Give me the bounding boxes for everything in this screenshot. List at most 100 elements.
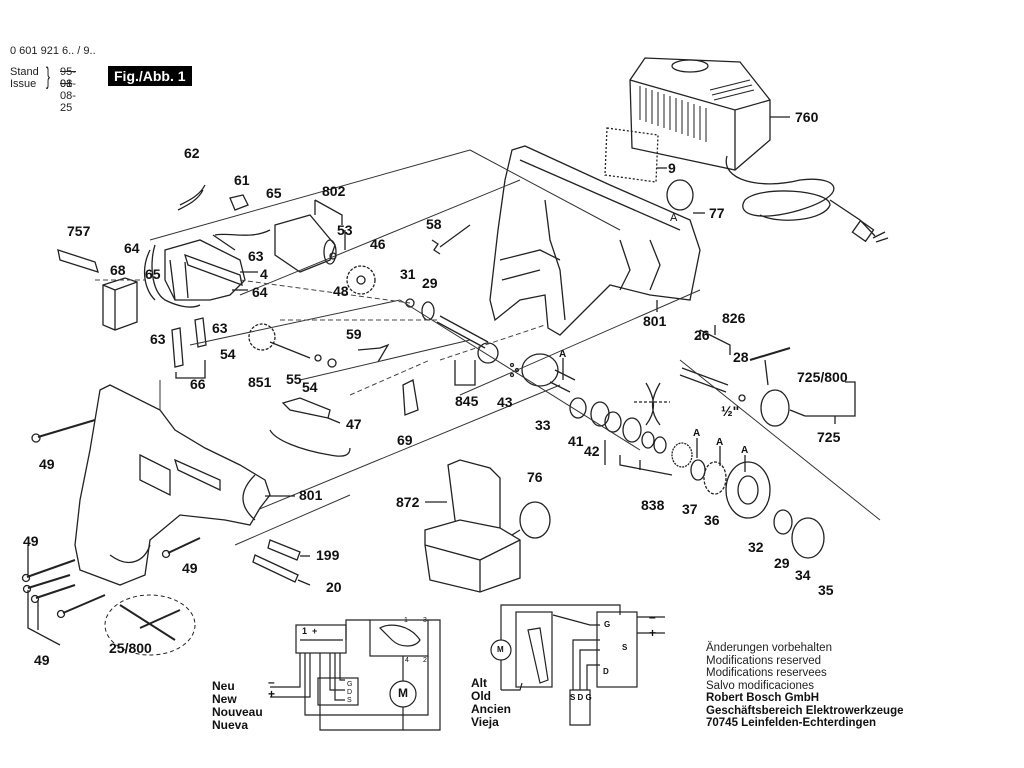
battery-pack-drawing <box>424 459 521 593</box>
part-label-77: 77 <box>709 205 725 221</box>
part-label-76: 76 <box>527 469 543 485</box>
minus-sign: – <box>268 675 275 689</box>
switch-assembly-drawing <box>143 184 271 308</box>
notes-block: Änderungen vorbehalten Modifications res… <box>706 642 904 730</box>
marker-a: A <box>559 349 567 360</box>
brace-icon: } <box>46 63 51 90</box>
spindle-26 <box>679 367 729 393</box>
note-line: Modifications reservees <box>706 667 827 679</box>
part-label-801: 801 <box>299 487 323 503</box>
stand-date: 95-01 <box>60 66 76 90</box>
part-label-42: 42 <box>584 443 600 459</box>
switch-pin: 2 <box>423 657 427 664</box>
charger-drawing <box>629 57 889 243</box>
plus-sign: + <box>649 626 657 640</box>
part-label-41: 41 <box>568 433 584 449</box>
cap-76 <box>519 501 551 539</box>
part-label-49: 49 <box>182 560 198 576</box>
part-label-872: 872 <box>396 494 420 510</box>
part-label-725: 725 <box>817 429 841 445</box>
figure-label: Fig./Abb. 1 <box>108 66 192 86</box>
terminal-pin: D <box>603 667 609 676</box>
stand-label: Stand <box>10 66 39 78</box>
part-label-757: 757 <box>67 223 91 239</box>
part-label-802: 802 <box>322 183 346 199</box>
marker-a: A <box>716 437 724 448</box>
wiring-new-legend: Neu New Nouveau Nueva <box>212 680 263 732</box>
legend-line: Ancien <box>471 702 512 716</box>
terminal-mark: + <box>312 626 318 636</box>
note-line: Salvo modificaciones <box>706 679 815 692</box>
legend-line: New <box>212 692 237 706</box>
part-label-37: 37 <box>682 501 698 517</box>
part-label-34: 34 <box>795 567 811 583</box>
company-address: 70745 Leinfelden-Echterdingen <box>706 717 876 729</box>
part-label-4: 4 <box>260 266 268 282</box>
part-label-49: 49 <box>34 652 50 668</box>
part-label-48: 48 <box>333 283 349 299</box>
part-label-760: 760 <box>795 109 819 125</box>
part-label-53: 53 <box>337 222 353 238</box>
part-label-801: 801 <box>643 313 667 329</box>
part-label-59: 59 <box>346 326 362 342</box>
part-label-69: 69 <box>397 432 413 448</box>
switch-pin: 3 <box>423 617 427 624</box>
screw-49 <box>37 419 96 438</box>
part-label-199: 199 <box>316 547 340 563</box>
company-name: Robert Bosch GmbH <box>706 692 820 704</box>
minus-sign: – <box>649 610 656 624</box>
contacts-66 <box>171 317 207 368</box>
part-label-851: 851 <box>248 374 272 390</box>
wiring-old-legend: Alt Old Ancien Vieja <box>471 677 511 729</box>
motor-symbol: M <box>398 686 408 700</box>
part-label-65: 65 <box>145 266 161 282</box>
part-label-9: 9 <box>668 160 676 176</box>
part-label-29: 29 <box>774 555 790 571</box>
gear-46 <box>346 265 376 295</box>
module-pin: S <box>347 697 352 704</box>
part-label-826: 826 <box>722 310 746 326</box>
part-label-725-800: 725/800 <box>797 369 848 385</box>
module-pin: G <box>347 681 353 688</box>
part-label-845: 845 <box>455 393 479 409</box>
issue-label: Issue <box>10 78 37 90</box>
part-label-58: 58 <box>426 216 442 232</box>
part-label-65: 65 <box>266 185 282 201</box>
housing-left-drawing <box>74 384 271 586</box>
part-label-46: 46 <box>370 236 386 252</box>
part-33 <box>521 353 559 387</box>
label-plate-9 <box>604 127 659 183</box>
note-line: Änderungen vorbehalten <box>706 642 832 654</box>
marker-a: A <box>693 428 701 439</box>
part-label-66: 66 <box>190 376 206 392</box>
part-label-31: 31 <box>400 266 416 282</box>
shaft-845 <box>436 315 489 349</box>
terminal-pin: S <box>622 643 628 652</box>
issue-date: 98-08-25 <box>60 78 76 114</box>
module-pin: D <box>347 689 353 696</box>
part-label-33: 33 <box>535 417 551 433</box>
wiring-new-drawing <box>270 619 441 731</box>
part-757 <box>57 249 99 273</box>
part-label-32: 32 <box>748 539 764 555</box>
part-label-half-inch: ½" <box>721 403 740 419</box>
note-line: Modifications reserved <box>706 654 822 667</box>
part-label-63: 63 <box>212 320 228 336</box>
legend-line: Nueva <box>212 718 249 732</box>
part-label-25-800: 25/800 <box>109 640 152 656</box>
revision-block: Stand Issue } 95-01 98-08-25 <box>10 65 76 115</box>
disc-77 <box>666 179 694 211</box>
part-label-26: 26 <box>694 327 710 343</box>
part-label-68: 68 <box>110 262 126 278</box>
marker-a: A <box>741 445 749 456</box>
part-label-29: 29 <box>422 275 438 291</box>
gear-851 <box>248 323 276 351</box>
terminal-pin: G <box>604 620 611 629</box>
chuck-725 <box>760 389 790 427</box>
legend-line: Alt <box>471 676 487 690</box>
part-68 <box>102 277 138 331</box>
legend-line: Neu <box>212 679 235 693</box>
legend-line: Vieja <box>471 715 499 729</box>
part-label-61: 61 <box>234 172 250 188</box>
